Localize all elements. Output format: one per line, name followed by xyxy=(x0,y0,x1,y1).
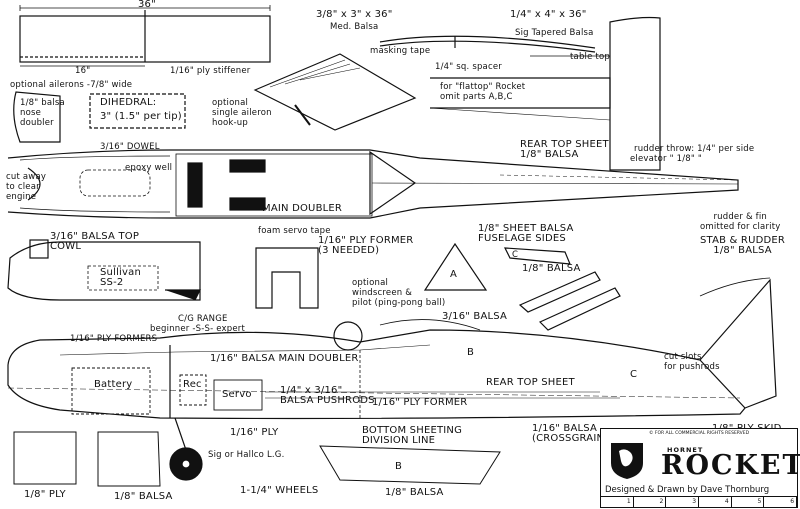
plan-title: ROCKET xyxy=(661,450,800,481)
balsa-18-a-label: 1/8" BALSA xyxy=(114,491,173,502)
balsa-316-label: 3/16" BALSA xyxy=(442,311,508,322)
wing-span-dim: 36" xyxy=(138,0,156,10)
balsa-crossgrain-label: 1/16" BALSA (CROSSGRAIN) xyxy=(532,423,609,444)
sig-tapered-balsa xyxy=(379,35,610,57)
sullivan-label: Sullivan SS-2 xyxy=(100,267,142,288)
rudder-throw: rudder throw: 1/4" per side xyxy=(634,144,755,154)
bottom-sheeting-label: BOTTOM SHEETING DIVISION LINE xyxy=(362,425,463,446)
title-block: © FOR ALL COMMERCIAL RIGHTS RESERVED HOR… xyxy=(600,428,800,508)
part-a-label: A xyxy=(450,269,458,280)
plan-subtitle: HORNET xyxy=(667,446,704,454)
rec-label: Rec xyxy=(183,379,202,390)
part-c2-label: C xyxy=(630,369,638,380)
dowel-label: 3/16" DOWEL xyxy=(100,142,160,152)
scale-tick: 5 xyxy=(732,497,765,507)
table-top-label: table top xyxy=(570,52,610,62)
cut-slots-note: cut slots for pushrods xyxy=(664,352,720,372)
cowl-engine xyxy=(7,239,201,301)
windscreen-note: optional windscreen & pilot (ping-pong b… xyxy=(352,278,446,308)
main-doubler-label: MAIN DOUBLER xyxy=(262,203,343,214)
ply-116-label: 1/16" PLY xyxy=(230,427,279,438)
balsa-18-c-label: 1/8" BALSA xyxy=(522,263,581,274)
ply-stiffener-label: 1/16" ply stiffener xyxy=(170,66,251,76)
fuselage-side-view xyxy=(7,278,777,481)
part-b2-label: B xyxy=(395,461,403,472)
scale-tick: 4 xyxy=(699,497,732,507)
optional-ailerons-note: optional ailerons -7/8" wide xyxy=(10,80,133,90)
rights-notice: © FOR ALL COMMERCIAL RIGHTS RESERVED xyxy=(648,431,750,436)
scale-tick: 6 xyxy=(764,497,798,507)
fuselage-sides-label: 1/8" SHEET BALSA FUSELAGE SIDES xyxy=(478,223,574,244)
ply-former-label: 1/16" PLY FORMER xyxy=(372,397,468,408)
rudder-fin-omit-note: rudder & fin omitted for clarity xyxy=(700,212,781,232)
sig-tapered-label: Sig Tapered Balsa xyxy=(515,28,594,38)
flattop-note: for "flattop" Rocket omit parts A,B,C xyxy=(440,82,526,102)
rear-top-sheet-label: REAR TOP SHEET xyxy=(486,377,575,388)
wheels-label: 1-1/4" WHEELS xyxy=(240,485,319,496)
part-c-label: C xyxy=(512,250,519,260)
nose-doubler-label: 1/8" balsa nose doubler xyxy=(20,98,65,128)
aileron-hookup-note: optional single aileron hook-up xyxy=(212,98,272,128)
scale-bar: 1 2 3 4 5 6 xyxy=(601,496,798,507)
part-b-label: B xyxy=(467,347,475,358)
lion-crest-logo xyxy=(611,443,643,479)
balsa-18-b-label: 1/8" BALSA xyxy=(385,487,444,498)
ply-18-label: 1/8" PLY xyxy=(24,489,66,500)
med-balsa-size: 3/8" x 3" x 36" xyxy=(316,9,393,20)
landing-gear-label: Sig or Hallco L.G. xyxy=(208,450,285,460)
cg-scale-label: beginner -S-S- expert xyxy=(150,324,246,334)
servo-label: Servo xyxy=(222,389,252,400)
ply-former-part xyxy=(255,247,319,309)
cg-range-label: C/G RANGE xyxy=(178,314,228,324)
dihedral-value: 3" (1.5" per tip) xyxy=(100,111,182,122)
battery-label: Battery xyxy=(94,379,133,390)
scale-tick: 1 xyxy=(601,497,634,507)
spacer-label: 1/4" sq. spacer xyxy=(435,62,502,72)
cut-away-note: cut away to clear engine xyxy=(6,172,47,202)
ply-formers-label: 1/16" PLY FORMERS xyxy=(70,334,158,344)
top-cowl-label: 3/16" BALSA TOP COWL xyxy=(50,231,140,252)
wing-panel xyxy=(19,5,271,67)
elevator-throw: elevator " 1/8" " xyxy=(630,154,703,164)
aileron-width-dim: 16" xyxy=(75,66,91,76)
scale-tick: 3 xyxy=(666,497,700,507)
ply-former-3-label: 1/16" PLY FORMER (3 NEEDED) xyxy=(318,235,414,256)
rear-top-sheet-balsa: REAR TOP SHEET 1/8" BALSA xyxy=(520,139,609,160)
designer-credit: Designed & Drawn by Dave Thornburg xyxy=(605,485,770,495)
wing-perspective xyxy=(253,53,417,131)
med-balsa-label: Med. Balsa xyxy=(330,22,379,32)
fuselage-top-view xyxy=(7,149,739,219)
dihedral-label: DIHEDRAL: xyxy=(100,97,157,108)
stab-rudder-label: STAB & RUDDER 1/8" BALSA xyxy=(700,235,786,256)
scale-tick: 2 xyxy=(634,497,667,507)
sig-size-label: 1/4" x 4" x 36" xyxy=(510,9,587,20)
masking-tape-label: masking tape xyxy=(370,46,431,56)
pushrods-label: 1/4" x 3/16" BALSA PUSHRODS xyxy=(280,385,375,406)
foam-tape-label: foam servo tape xyxy=(258,226,331,236)
epoxy-well-label: epoxy well xyxy=(125,163,173,173)
balsa-main-doubler-label: 1/16" BALSA MAIN DOUBLER xyxy=(210,353,359,364)
